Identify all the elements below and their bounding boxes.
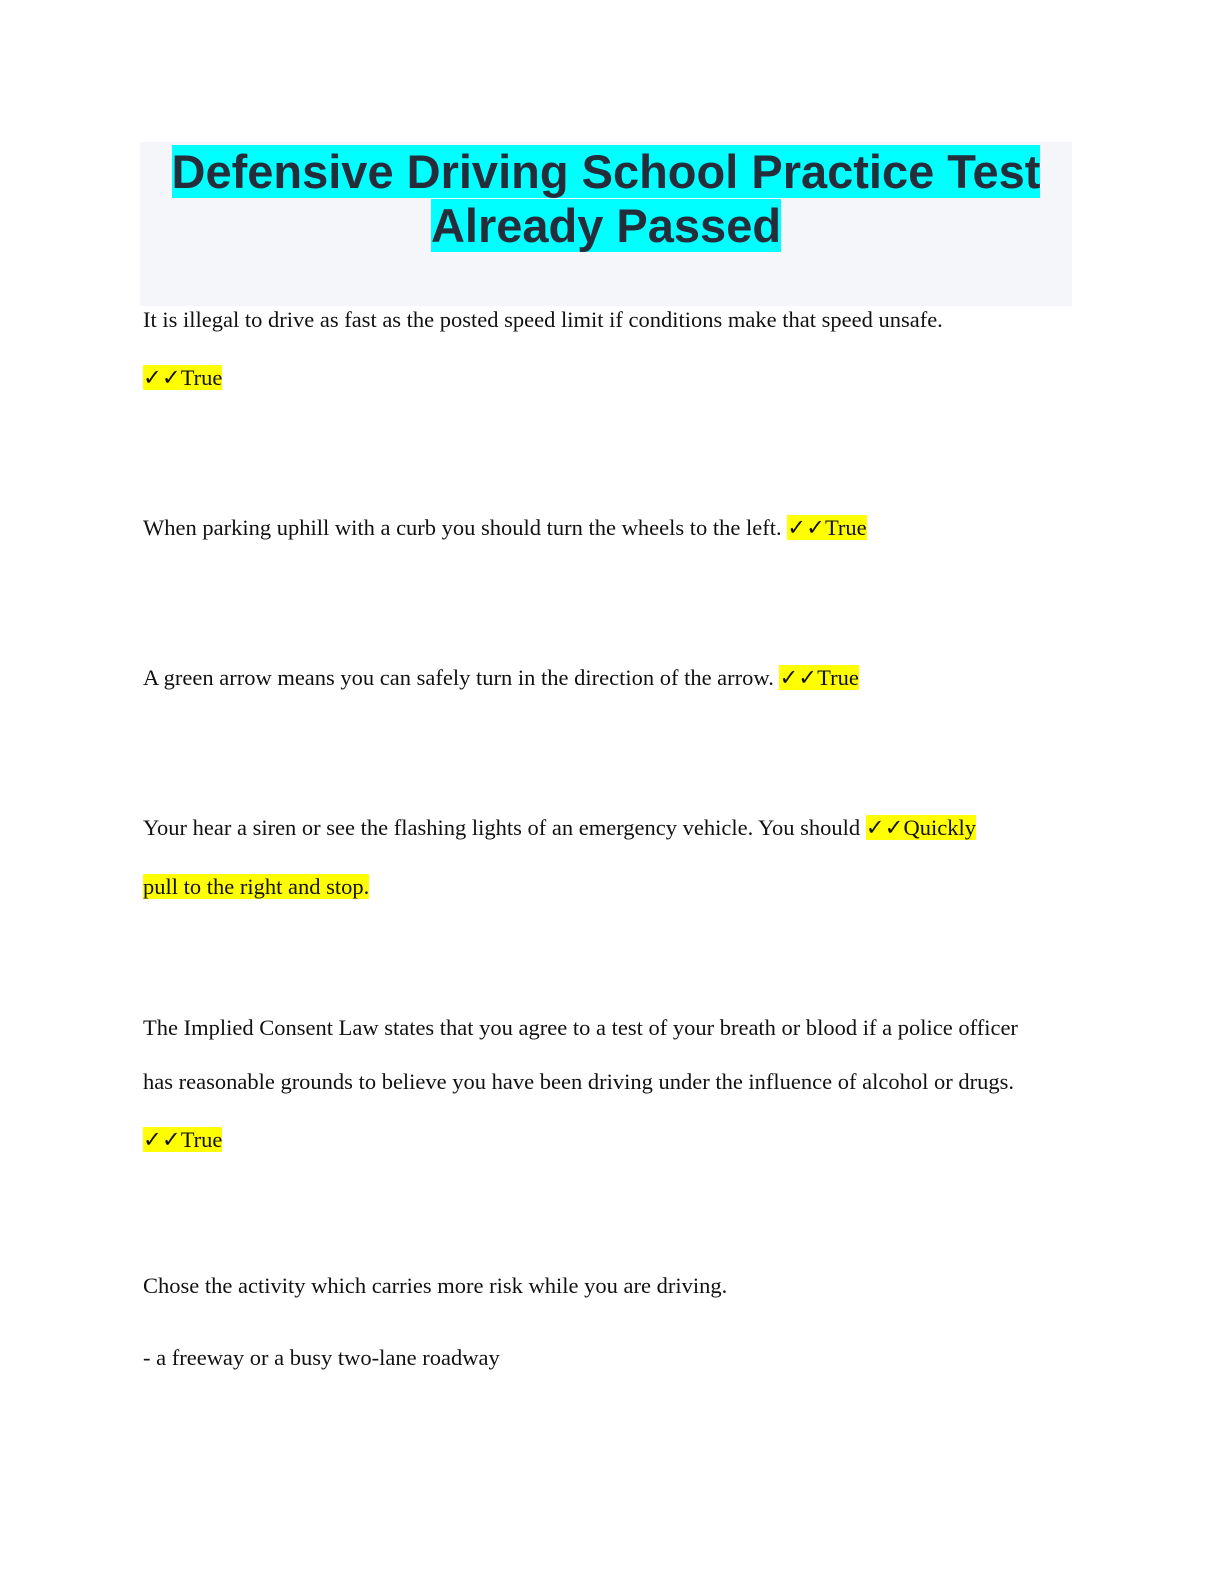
question-1: It is illegal to drive as fast as the po… xyxy=(143,304,943,336)
answer-4-text-part2: pull to the right and stop. xyxy=(143,874,370,899)
question-3: A green arrow means you can safely turn … xyxy=(143,662,859,694)
answer-1-text: ✓✓True xyxy=(143,365,223,390)
question-1-text: It is illegal to drive as fast as the po… xyxy=(143,307,943,332)
title-box: Defensive Driving School Practice Test A… xyxy=(140,142,1072,306)
answer-4-continued: pull to the right and stop. xyxy=(143,871,370,903)
question-4: Your hear a siren or see the flashing li… xyxy=(143,812,976,844)
question-2: When parking uphill with a curb you shou… xyxy=(143,512,867,544)
answer-2-text: ✓✓True xyxy=(787,515,867,540)
question-4-text: Your hear a siren or see the flashing li… xyxy=(143,815,861,840)
question-5-text-1: The Implied Consent Law states that you … xyxy=(143,1015,1018,1040)
question-2-text: When parking uphill with a curb you shou… xyxy=(143,515,782,540)
answer-3-text: ✓✓True xyxy=(779,665,859,690)
title-text-1: Defensive Driving School Practice Test xyxy=(171,145,1041,198)
question-6-text: Chose the activity which carries more ri… xyxy=(143,1273,728,1298)
question-5-line-1: The Implied Consent Law states that you … xyxy=(143,1012,1018,1044)
answer-4-text-part1: ✓✓Quickly xyxy=(865,815,976,840)
title-text-2: Already Passed xyxy=(430,199,782,252)
answer-5: ✓✓True xyxy=(143,1124,223,1156)
title-line-1: Defensive Driving School Practice Test xyxy=(140,144,1072,199)
answer-5-text: ✓✓True xyxy=(143,1127,223,1152)
question-6-option: - a freeway or a busy two-lane roadway xyxy=(143,1342,500,1374)
title-line-2: Already Passed xyxy=(140,198,1072,253)
answer-1: ✓✓True xyxy=(143,362,223,394)
question-3-text: A green arrow means you can safely turn … xyxy=(143,665,774,690)
question-6-option-text: - a freeway or a busy two-lane roadway xyxy=(143,1345,500,1370)
question-5-line-2: has reasonable grounds to believe you ha… xyxy=(143,1066,1014,1098)
question-6: Chose the activity which carries more ri… xyxy=(143,1270,727,1302)
question-5-text-2: has reasonable grounds to believe you ha… xyxy=(143,1069,1014,1094)
